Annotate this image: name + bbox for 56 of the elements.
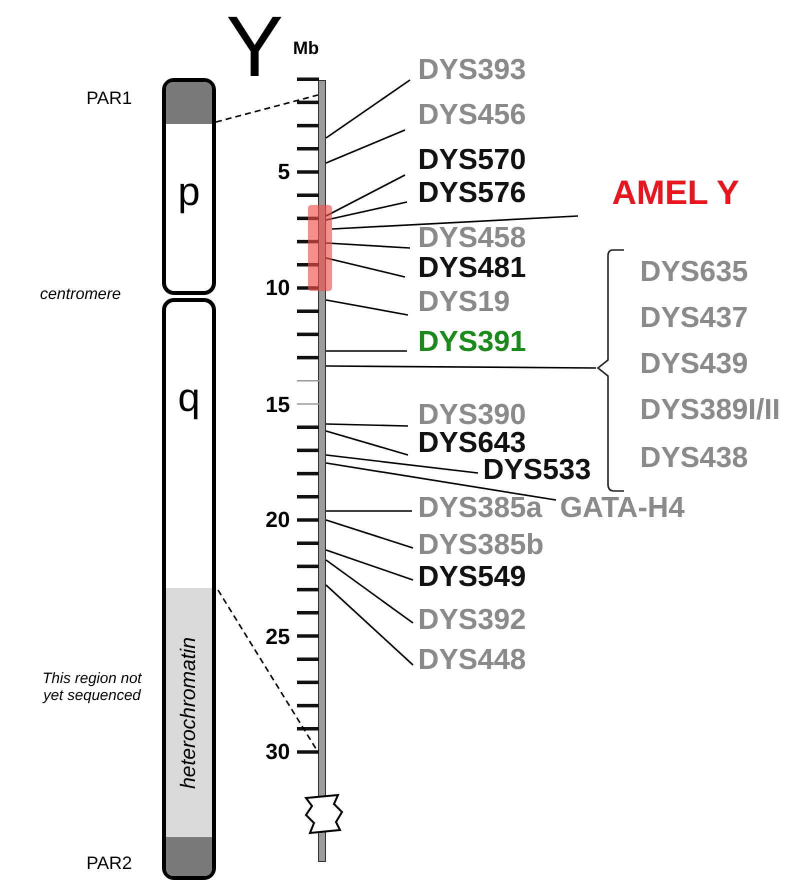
leader-line — [326, 454, 478, 474]
leader-line — [326, 519, 414, 549]
axis-unit: Mb — [293, 38, 319, 58]
marker-label: DYS19 — [418, 285, 510, 319]
arm-label: q — [176, 378, 202, 418]
leader-line — [326, 299, 408, 316]
leader-line — [326, 242, 410, 249]
region-label: PAR1 — [86, 88, 132, 109]
marker-label: DYS391 — [418, 325, 526, 359]
leader-line — [332, 215, 578, 230]
tick-label: 30 — [266, 739, 290, 765]
leader-line — [326, 79, 410, 139]
tick-label: 25 — [266, 624, 290, 650]
tick-label: 5 — [278, 159, 290, 185]
leader-line — [326, 201, 408, 221]
chromosome-title: Y — [226, 4, 284, 90]
marker-label: DYS549 — [418, 560, 526, 594]
note-text: centromere — [40, 286, 121, 304]
leader-line — [325, 584, 414, 666]
dashed-line — [217, 590, 319, 752]
leader-line — [326, 549, 414, 581]
tick-label: 15 — [266, 392, 290, 418]
dashed-line — [216, 94, 318, 123]
marker-label: DYS393 — [418, 53, 526, 87]
marker-label: GATA-H4 — [560, 491, 685, 525]
marker-label: DYS385b — [418, 528, 544, 562]
marker-label: DYS448 — [418, 643, 526, 677]
band-label: heterochromatin — [176, 636, 201, 788]
leader-line — [326, 129, 406, 164]
leader-line — [326, 174, 406, 217]
leader-line — [326, 510, 412, 512]
leader-line — [326, 430, 408, 456]
leader-line — [326, 423, 408, 427]
marker-label: DYS456 — [418, 98, 526, 132]
leader-line — [326, 559, 414, 624]
marker-label: DYS438 — [640, 441, 748, 475]
marker-label: DYS389I/II — [640, 393, 780, 427]
leader-line — [326, 350, 407, 352]
marker-label: DYS385a — [418, 491, 542, 525]
leader-line — [326, 462, 556, 501]
marker-label: DYS635 — [640, 255, 748, 289]
highlight-region — [308, 205, 332, 291]
ruler-bar — [318, 80, 326, 862]
leader-line — [326, 365, 596, 369]
leader-line — [326, 257, 406, 278]
marker-label: AMEL Y — [612, 176, 740, 210]
arm-label: p — [176, 172, 202, 212]
marker-label: DYS576 — [418, 176, 526, 210]
marker-label: DYS437 — [640, 301, 748, 335]
note-text: This region not yet sequenced — [41, 670, 143, 704]
marker-label: DYS439 — [640, 347, 748, 381]
marker-label: DYS392 — [418, 603, 526, 637]
tick-label: 10 — [266, 275, 290, 301]
region-label: PAR2 — [86, 853, 132, 874]
tick-label: 20 — [266, 507, 290, 533]
marker-label: DYS570 — [418, 143, 526, 177]
